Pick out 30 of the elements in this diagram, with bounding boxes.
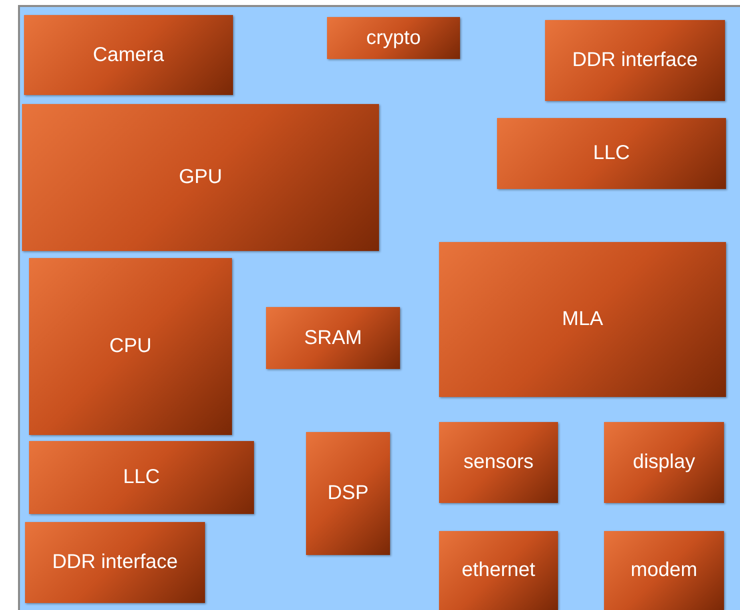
block-label: DDR interface bbox=[52, 550, 178, 575]
chip-block bbox=[29, 258, 232, 435]
chip-block bbox=[24, 15, 233, 95]
block-label: DSP bbox=[327, 481, 369, 506]
chip-block bbox=[604, 422, 724, 503]
chip-block bbox=[327, 17, 460, 59]
chip-block bbox=[497, 118, 726, 189]
block-label: sensors bbox=[463, 450, 534, 475]
block-label: ethernet bbox=[462, 558, 536, 583]
block-label: CPU bbox=[109, 334, 152, 359]
chip-block bbox=[604, 531, 724, 610]
block-label: LLC bbox=[593, 141, 630, 166]
block-label: MLA bbox=[562, 307, 604, 332]
chip-block bbox=[439, 242, 726, 397]
chip-block bbox=[266, 307, 400, 369]
chip-block bbox=[29, 441, 254, 514]
block-label: crypto bbox=[366, 26, 421, 50]
chip-block bbox=[439, 531, 558, 610]
chip-block bbox=[22, 104, 379, 251]
chip-block bbox=[306, 432, 390, 555]
block-label: DDR interface bbox=[572, 48, 698, 73]
block-label: LLC bbox=[123, 465, 160, 490]
block-label: display bbox=[632, 450, 696, 475]
block-label: GPU bbox=[178, 165, 222, 190]
chip-block bbox=[25, 522, 205, 603]
block-label: modem bbox=[630, 558, 698, 583]
chip-block bbox=[545, 20, 725, 101]
block-label: SRAM bbox=[304, 326, 362, 350]
block-label: Camera bbox=[92, 42, 164, 68]
chip-block bbox=[439, 422, 558, 503]
